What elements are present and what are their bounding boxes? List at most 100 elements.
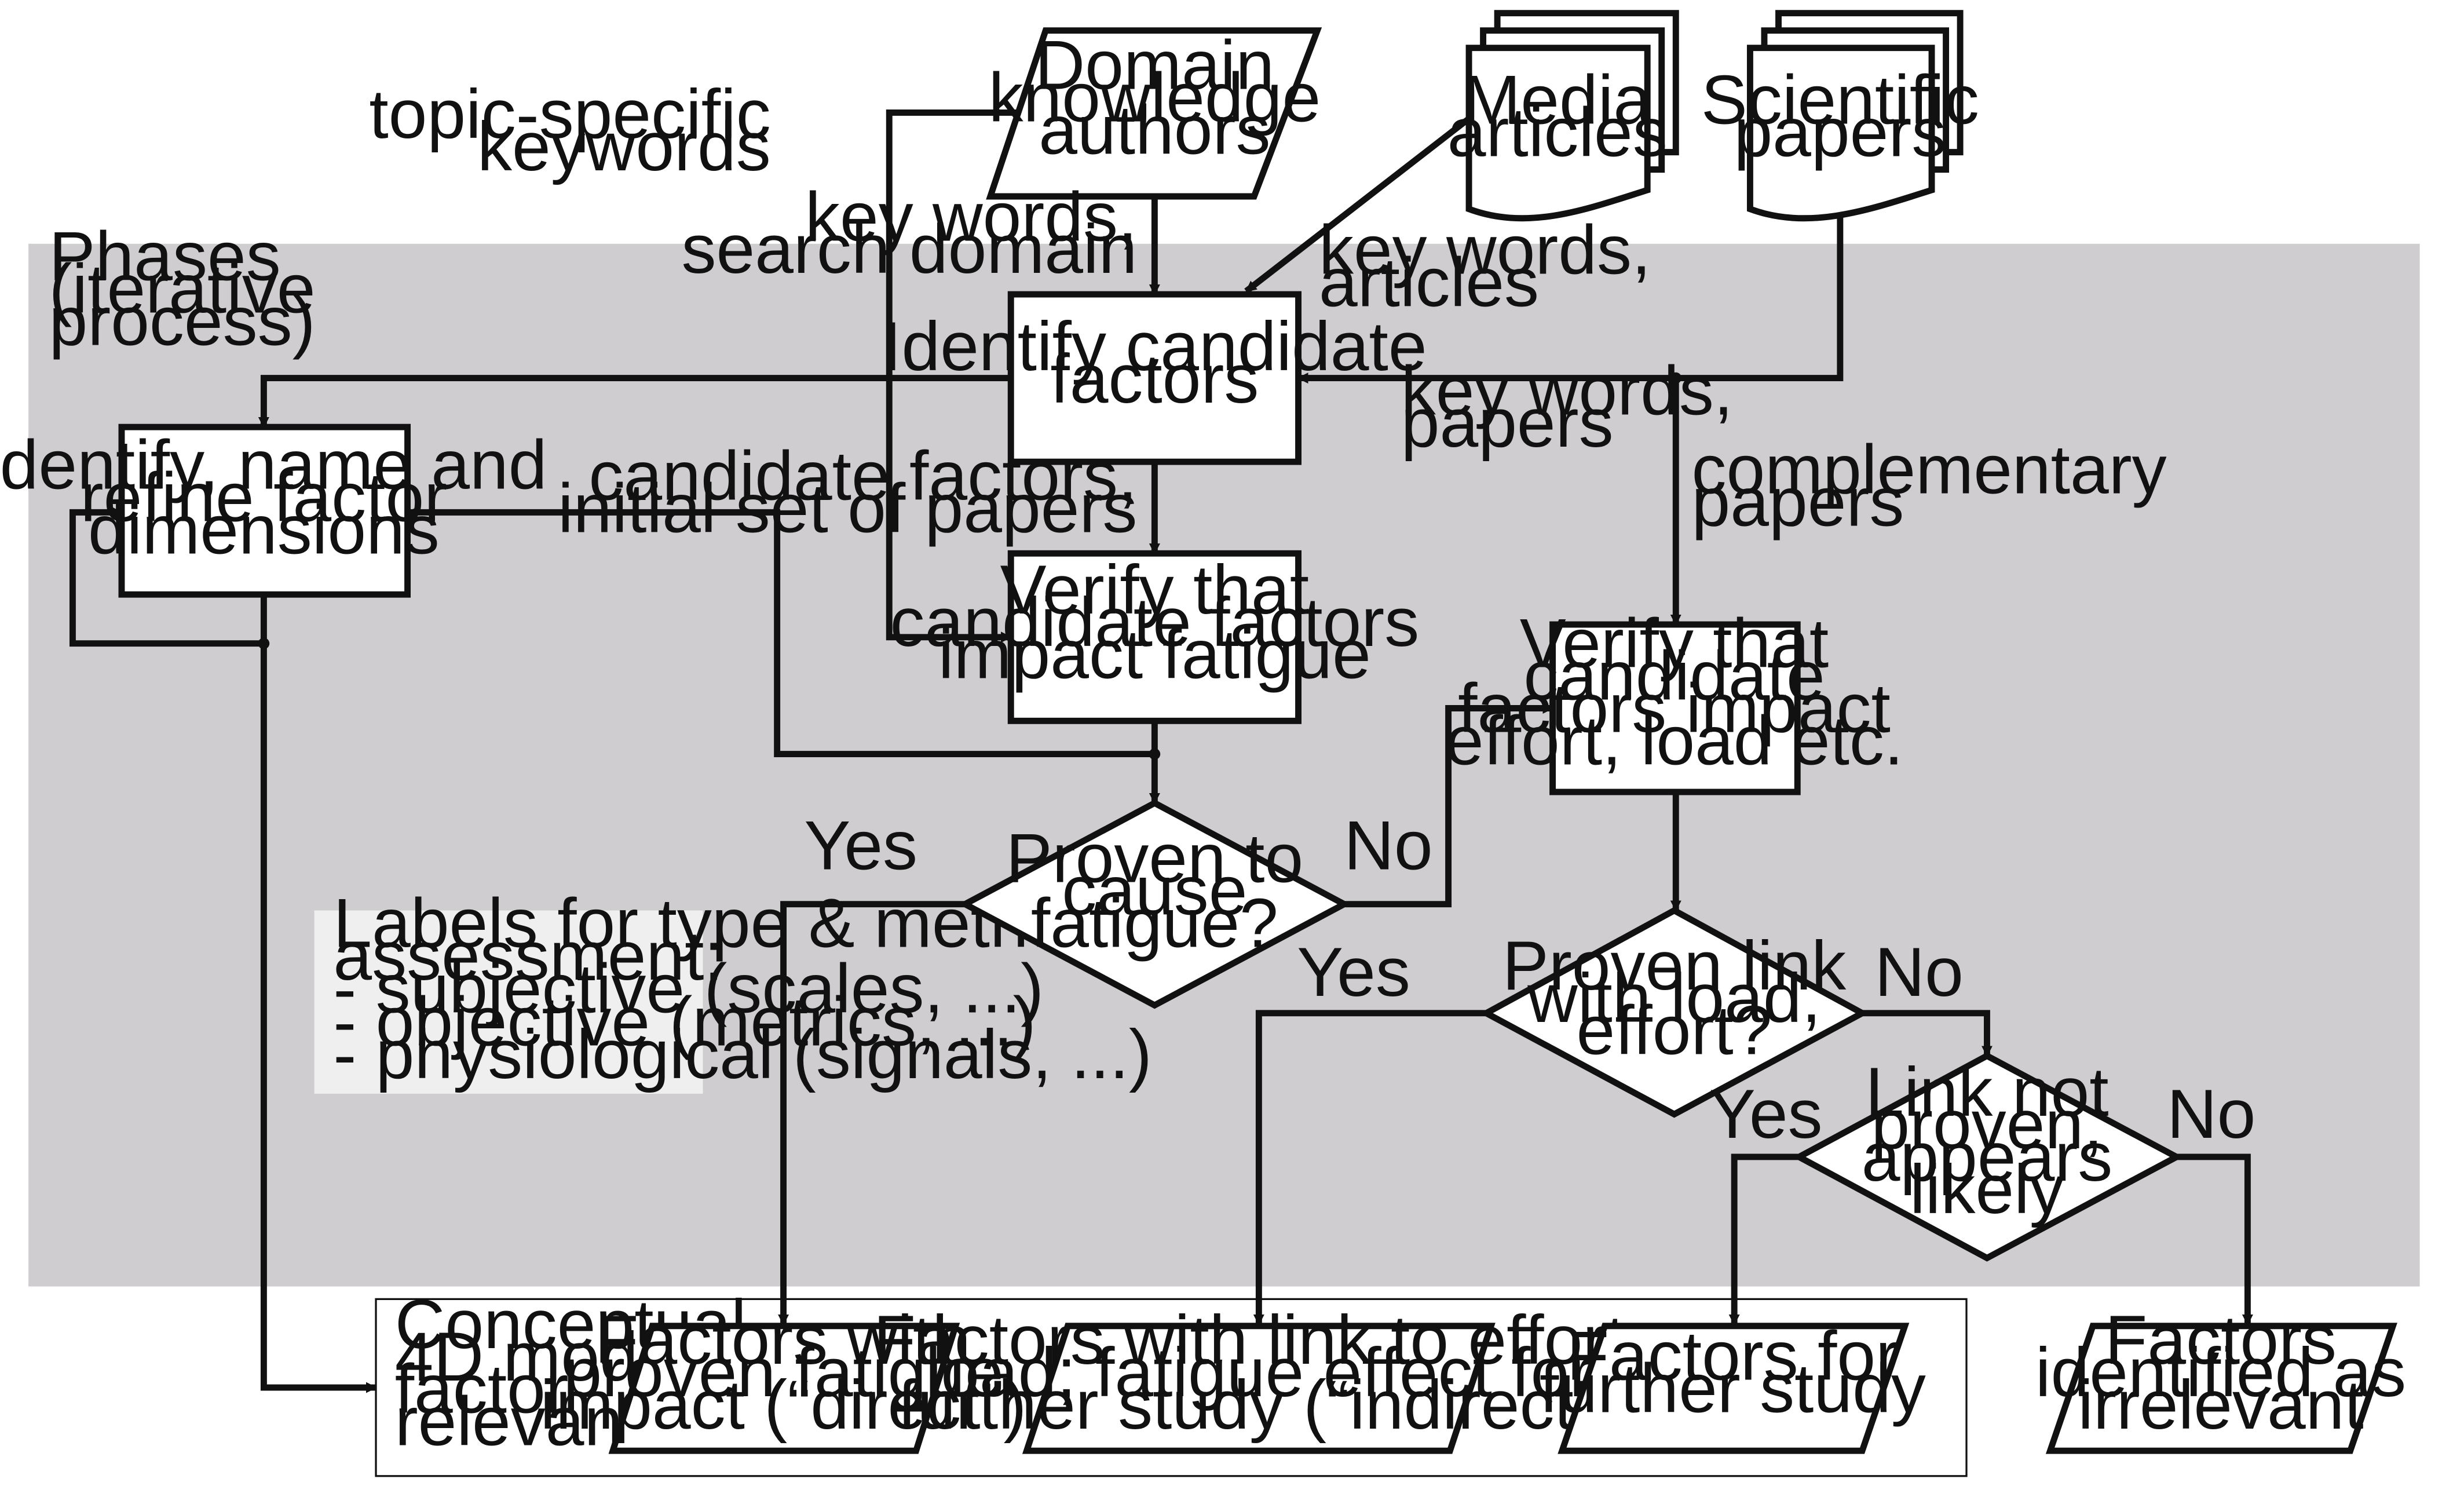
- text-line: further study (“indirect”): [898, 1366, 1620, 1444]
- text-line: initial set of papers: [558, 469, 1137, 547]
- text-line: effort, load etc.: [1445, 702, 1903, 779]
- identify-dimensions-node: [118, 423, 411, 598]
- out-indirect-text: Factors with link to effort,load; fatigu…: [873, 1301, 1644, 1444]
- proven-fatigue-text: Proven tocausefatigue?: [1006, 819, 1304, 962]
- text-line: factors impact: [1458, 669, 1891, 747]
- edge-dimensions-to-model: [260, 643, 377, 1393]
- text-line: Identify, name and: [0, 426, 547, 503]
- text-line: further study: [1540, 1349, 1926, 1427]
- text-line: irrelevant: [2078, 1366, 2363, 1444]
- text-line: papers: [1401, 384, 1614, 462]
- kw-papers-label: key words,papers: [1401, 352, 1733, 462]
- scientific-papers-text: Scientificpapers: [1701, 61, 1979, 171]
- edge-yes-indirect: [1253, 1010, 1487, 1326]
- text-line: appears: [1862, 1118, 2113, 1196]
- text-line: Verify that: [1000, 551, 1309, 629]
- proven-fatigue-decision: [958, 799, 1351, 1009]
- link-likely-decision: [1792, 1052, 2184, 1262]
- edge-media-to-identify: [1244, 115, 1473, 294]
- text-line: proven fatigue: [563, 1334, 1003, 1411]
- text-line: process): [49, 282, 316, 360]
- text-line: factors: [1050, 340, 1259, 418]
- identify-candidates-text: Identify candidatefactors: [882, 308, 1427, 418]
- media-articles-node: [1465, 10, 1679, 222]
- text-line: factor: [395, 1350, 569, 1428]
- text-line: candidate factors: [890, 583, 1420, 661]
- no-label: No: [1875, 933, 1964, 1011]
- text-line: papers: [1734, 93, 1946, 171]
- domain-authors-text: Domainknowledgeauthors: [989, 27, 1321, 169]
- edge-no-irrelevant: [2176, 1153, 2253, 1326]
- verify-fatigue-text: Verify thatcandidate factorsimpact fatig…: [890, 551, 1420, 693]
- text-line: keywords: [477, 108, 771, 185]
- text-line: proven,: [1871, 1086, 2103, 1163]
- text-line: impact fatigue: [938, 616, 1371, 693]
- text-line: - subjective (scales, ...): [333, 950, 1044, 1028]
- domain-authors-node: [986, 27, 1322, 200]
- edge-papers-to-identify: [1297, 215, 1844, 384]
- out-further-text: Factors forfurther study: [1540, 1317, 1926, 1427]
- text-line: Factors with link to effort,: [873, 1301, 1644, 1379]
- text-line: with load,: [1527, 959, 1821, 1037]
- text-line: effort?: [1577, 992, 1772, 1069]
- text-line: load; fatigue effect for: [926, 1334, 1593, 1411]
- text-line: Factors for: [1567, 1317, 1899, 1394]
- edge-no-to-likely: [1862, 1010, 1993, 1057]
- text-line: Factors with: [596, 1301, 971, 1379]
- junction-dot: [1670, 372, 1682, 384]
- yes-label: Yes: [804, 807, 917, 885]
- text-line: dimensions: [88, 491, 440, 568]
- out-further-node: [1558, 1323, 1910, 1454]
- text-line: Link not: [1865, 1053, 2108, 1131]
- text-line: Proven to: [1006, 819, 1304, 897]
- link-likely-text: Link notproven,appearslikely: [1862, 1053, 2113, 1228]
- text-line: authors: [1039, 91, 1270, 169]
- candidates-initial-label: candidate factors,initial set of papers: [558, 437, 1137, 547]
- text-line: key words,: [1319, 211, 1651, 289]
- out-direct-text: Factors withproven fatigueimpact (“direc…: [540, 1301, 1027, 1444]
- verify-effort-node: [1549, 621, 1801, 795]
- out-direct-node: [608, 1323, 960, 1454]
- edge-no-verify-effort: [1344, 702, 1554, 908]
- text-line: Factors: [2105, 1301, 2337, 1379]
- topic-keywords-label: topic-specifickeywords: [369, 75, 770, 185]
- text-line: Proven link: [1502, 927, 1847, 1005]
- out-indirect-node: [1022, 1323, 1496, 1454]
- junction-dot: [258, 637, 270, 649]
- text-line: fatigue?: [1031, 884, 1278, 962]
- no-label: No: [2167, 1075, 2255, 1153]
- text-line: Phases: [49, 218, 281, 295]
- out-irrelevant-text: Factorsidentified asirrelevant: [2035, 1301, 2406, 1444]
- identify-candidates-node: [1007, 291, 1302, 465]
- text-line: - physiological (signals, ...): [333, 1016, 1152, 1093]
- edge-yes-direct: [778, 901, 966, 1326]
- assessment-note: [314, 910, 703, 1094]
- text-line: search domain: [681, 210, 1137, 288]
- kw-articles-label: key words,articles: [1319, 211, 1651, 322]
- complementary-label: complementarypapers: [1692, 431, 2167, 541]
- edge-dimensions-self-loop: [69, 506, 267, 647]
- text-line: refine factor: [81, 458, 447, 536]
- text-line: Scientific: [1701, 61, 1979, 139]
- yes-label: Yes: [1709, 1075, 1823, 1153]
- verify-effort-text: Verify thatcandidatefactors impacteffort…: [1445, 605, 1903, 780]
- text-line: (iterative: [49, 250, 316, 327]
- proven-load-decision: [1479, 907, 1869, 1118]
- text-line: key words,: [805, 178, 1137, 255]
- text-line: articles: [1447, 93, 1668, 171]
- phases-label: Phases(iterativeprocess): [49, 218, 316, 360]
- text-line: Verify that: [1520, 605, 1829, 682]
- edge-feedback-to-dimensions: [406, 506, 1155, 758]
- verify-fatigue-node: [1007, 550, 1302, 724]
- text-line: candidate: [1523, 637, 1825, 715]
- text-line: topic-specific: [369, 75, 770, 153]
- yes-label: Yes: [1297, 933, 1410, 1011]
- proven-load-text: Proven linkwith load,effort?: [1502, 927, 1847, 1069]
- text-line: Identify candidate: [882, 308, 1427, 385]
- kw-search-label: key words,search domain: [681, 178, 1137, 288]
- scientific-papers-node: [1746, 10, 1964, 222]
- text-line: knowledge: [989, 59, 1321, 136]
- text-line: - objective (metrics, ...): [333, 983, 1036, 1060]
- no-label: No: [1344, 807, 1432, 885]
- text-line: impact (“direct”): [540, 1366, 1027, 1444]
